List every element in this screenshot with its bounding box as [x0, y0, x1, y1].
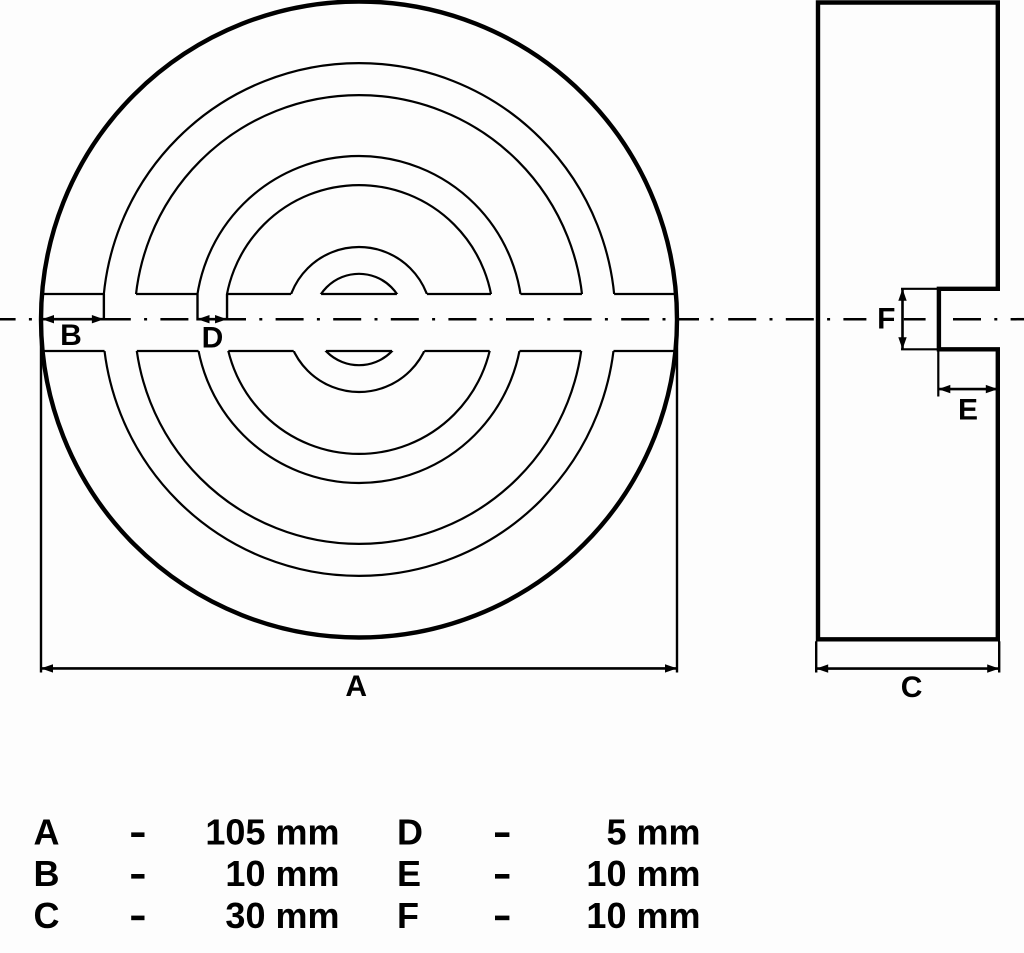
svg-text:10 mm: 10 mm	[586, 853, 700, 894]
svg-text:D: D	[397, 812, 423, 853]
svg-text:D: D	[202, 322, 224, 355]
svg-text:E: E	[397, 853, 421, 894]
svg-text:A: A	[345, 670, 367, 703]
svg-text:C: C	[34, 895, 60, 936]
svg-text:A: A	[34, 812, 60, 853]
svg-text:10 mm: 10 mm	[586, 895, 700, 936]
svg-text:C: C	[901, 671, 923, 704]
svg-text:30 mm: 30 mm	[225, 895, 339, 936]
svg-text:105 mm: 105 mm	[205, 812, 339, 853]
svg-text:E: E	[958, 393, 978, 426]
svg-text:10 mm: 10 mm	[225, 853, 339, 894]
svg-text:B: B	[34, 853, 60, 894]
svg-text:F: F	[397, 895, 419, 936]
svg-text:B: B	[60, 319, 82, 352]
svg-text:F: F	[877, 302, 895, 335]
svg-text:5 mm: 5 mm	[606, 812, 700, 853]
